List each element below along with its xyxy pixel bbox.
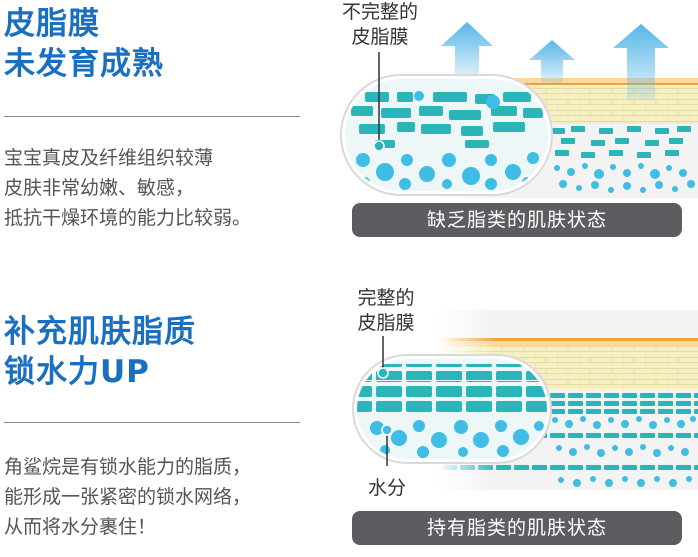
divider — [4, 422, 300, 423]
section-bottom-title: 补充肌肤脂质 锁水力UP — [4, 312, 196, 392]
body-line: 从而将水分裹住！ — [4, 516, 157, 538]
skin-cross-section-illustration — [352, 310, 698, 490]
section-top-title: 皮脂膜 未发育成熟 — [4, 4, 164, 84]
water-label: 水分 — [367, 477, 406, 499]
title-line: 锁水力UP — [4, 354, 150, 390]
callout-line: 皮脂膜 — [351, 26, 409, 48]
divider — [4, 116, 300, 117]
caption-with-lipids: 持有脂类的肌肤状态 — [352, 511, 682, 545]
body-line: 皮肤非常幼嫩、敏感， — [4, 177, 195, 199]
section-top-body: 宝宝真皮及纤维组织较薄 皮肤非常幼嫩、敏感， 抵抗干燥环境的能力比较弱。 — [4, 143, 251, 233]
complete-sebum-callout: 完整的 皮脂膜 — [345, 286, 427, 336]
upward-arrow-icon — [441, 22, 669, 100]
body-line: 角鲨烷是有锁水能力的脂质， — [4, 456, 252, 478]
caption-lacking-lipids: 缺乏脂类的肌肤状态 — [352, 203, 682, 237]
section-bottom-body: 角鲨烷是有锁水能力的脂质， 能形成一张紧密的锁水网络， 从而将水分裹住！ — [4, 452, 251, 542]
callout-line: 完整的 — [357, 287, 415, 309]
incomplete-sebum-callout: 不完整的 皮脂膜 — [339, 0, 421, 50]
title-line: 补充肌肤脂质 — [4, 314, 196, 350]
body-line: 能形成一张紧密的锁水网络， — [4, 486, 252, 508]
skin-figure-with-lipids: 完整的 皮脂膜 水分 持有脂类的肌肤状态 — [315, 280, 698, 557]
skin-cross-section-illustration — [340, 22, 698, 198]
callout-line: 皮脂膜 — [357, 312, 415, 334]
skin-figure-without-lipids: 不完整的 皮脂膜 缺乏脂类的肌肤状态 — [315, 0, 698, 245]
callout-line: 不完整的 — [341, 1, 418, 23]
title-line: 皮脂膜 — [4, 6, 100, 42]
title-line: 未发育成熟 — [4, 46, 164, 82]
body-line: 宝宝真皮及纤维组织较薄 — [4, 147, 214, 169]
body-line: 抵抗干燥环境的能力比较弱。 — [4, 207, 252, 229]
